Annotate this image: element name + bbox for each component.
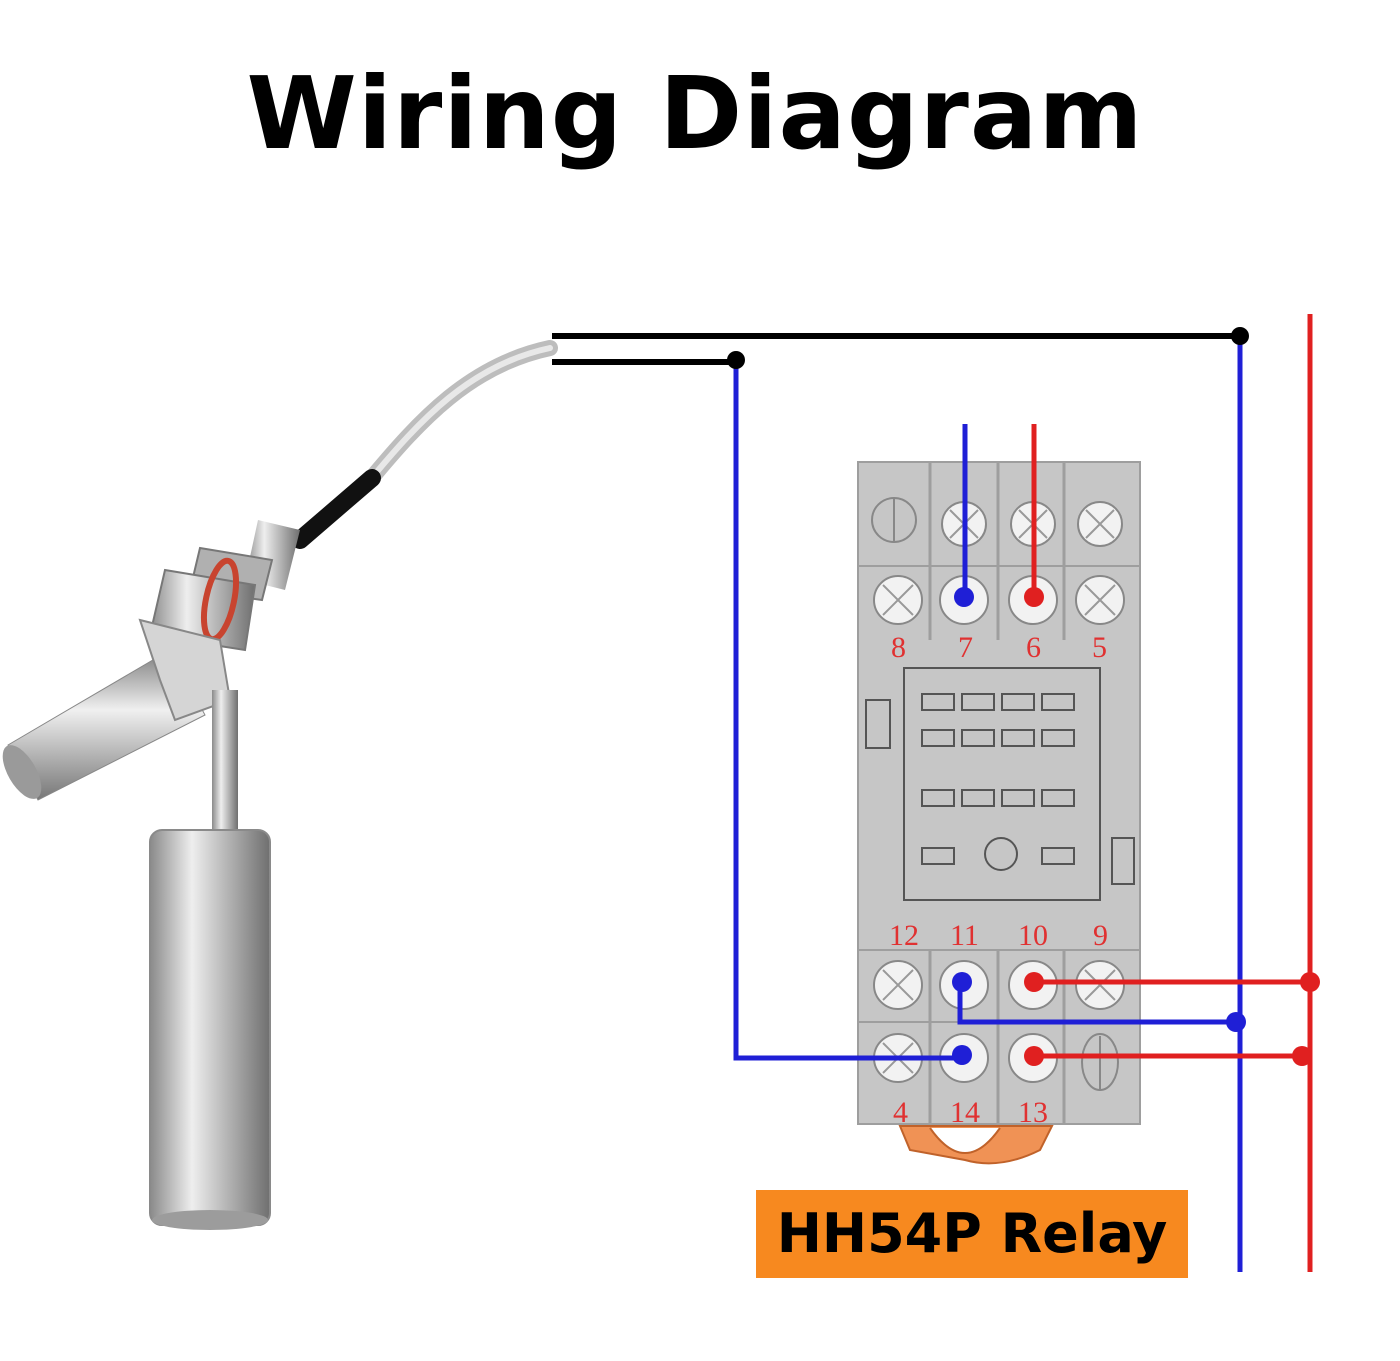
pin-label-6: 6 bbox=[1026, 631, 1041, 664]
junction-dot bbox=[727, 351, 745, 369]
junction-dot bbox=[952, 1045, 972, 1065]
pin-label-8: 8 bbox=[891, 631, 906, 664]
pin-label-10: 10 bbox=[1018, 919, 1048, 952]
junction-dot bbox=[1226, 1012, 1246, 1032]
pin-label-7: 7 bbox=[958, 631, 973, 664]
pin-label-9: 9 bbox=[1093, 919, 1108, 952]
pin-label-14: 14 bbox=[950, 1096, 980, 1129]
junction-dot bbox=[1231, 327, 1249, 345]
screw-terminal bbox=[1077, 501, 1123, 547]
page-title: Wiring Diagram bbox=[246, 55, 1144, 172]
screw-terminal bbox=[1075, 960, 1125, 1010]
junction-dot bbox=[954, 587, 974, 607]
screw-terminal bbox=[873, 960, 923, 1010]
junction-dot bbox=[952, 972, 972, 992]
relay-socket: 8 7 6 5 12 11 10 9 4 14 13 bbox=[857, 461, 1141, 1165]
junction-dot bbox=[1024, 972, 1044, 992]
pin-label-11: 11 bbox=[950, 919, 979, 952]
pin-label-12: 12 bbox=[889, 919, 919, 952]
junction-dot bbox=[1024, 587, 1044, 607]
screw-terminal bbox=[873, 575, 923, 625]
screw-terminal bbox=[1075, 575, 1125, 625]
junction-dot bbox=[1292, 1046, 1312, 1066]
pin-label-4: 4 bbox=[893, 1096, 908, 1129]
junction-dots bbox=[727, 327, 1320, 1066]
pin-label-13: 13 bbox=[1018, 1096, 1048, 1129]
float-switch-sensor bbox=[2, 340, 558, 1230]
relay-model-label: HH54P Relay bbox=[756, 1190, 1188, 1278]
junction-dot bbox=[1300, 972, 1320, 992]
pin-label-5: 5 bbox=[1092, 631, 1107, 664]
wires bbox=[552, 314, 1313, 1272]
blue-wire-sensor-to-pin14 bbox=[733, 362, 964, 1061]
junction-dot bbox=[1024, 1046, 1044, 1066]
